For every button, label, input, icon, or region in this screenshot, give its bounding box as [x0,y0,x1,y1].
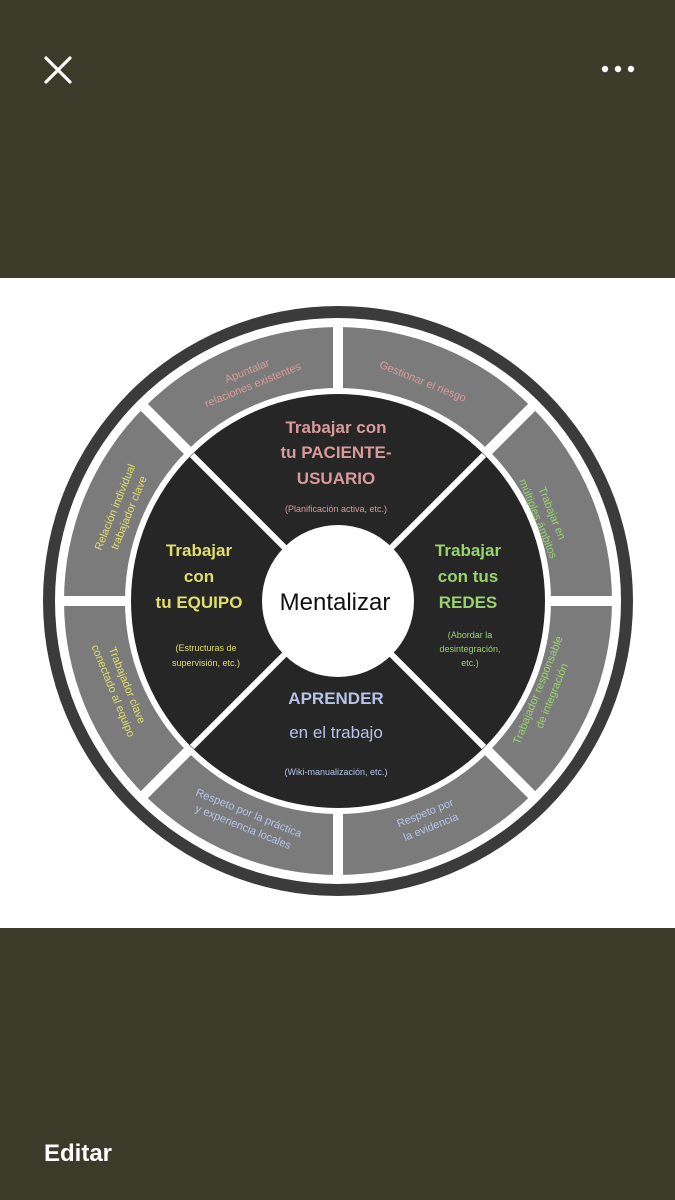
quadrant-bottom-note: (Wiki-manualización, etc.) [284,767,387,777]
quadrant-bottom-line-1: APRENDER [288,689,383,708]
more-options-icon[interactable] [596,52,640,86]
quadrant-right-line-2: con tus [438,567,498,586]
quadrant-right-line-1: Trabajar [435,541,502,560]
edit-button[interactable]: Editar [44,1140,113,1167]
quadrant-right-note-3: etc.) [461,658,479,668]
quadrant-right: Trabajar con tus REDES (Abordar la desin… [435,541,502,668]
quadrant-top-note: (Planificación activa, etc.) [285,504,387,514]
quadrant-bottom: APRENDER en el trabajo (Wiki-manualizaci… [284,689,387,777]
quadrant-left: Trabajar con tu EQUIPO (Estructuras de s… [156,541,243,668]
close-icon[interactable] [38,50,78,90]
quadrant-top-line-2: tu PACIENTE- [280,443,391,462]
top-bar [0,0,675,140]
center-label: Mentalizar [280,589,391,616]
center-circle [262,525,414,677]
quadrant-left-note-2: supervisión, etc.) [172,658,240,668]
quadrant-left-line-2: con [184,567,214,586]
quadrant-left-line-3: tu EQUIPO [156,593,243,612]
quadrant-top: Trabajar con tu PACIENTE- USUARIO (Plani… [280,418,391,514]
quadrant-left-note-1: (Estructuras de [175,643,236,653]
quadrant-right-line-3: REDES [439,593,498,612]
quadrant-right-note-1: (Abordar la [448,630,493,640]
quadrant-top-line-3: USUARIO [297,469,375,488]
quadrant-left-line-1: Trabajar [166,541,233,560]
quadrant-bottom-line-2: en el trabajo [289,723,383,742]
mentalizar-diagram-image: Mentalizar Trabajar con tu PACIENTE- USU… [0,278,675,928]
quadrant-right-note-2: desintegración, [439,644,500,654]
quadrant-top-line-1: Trabajar con [285,418,386,437]
